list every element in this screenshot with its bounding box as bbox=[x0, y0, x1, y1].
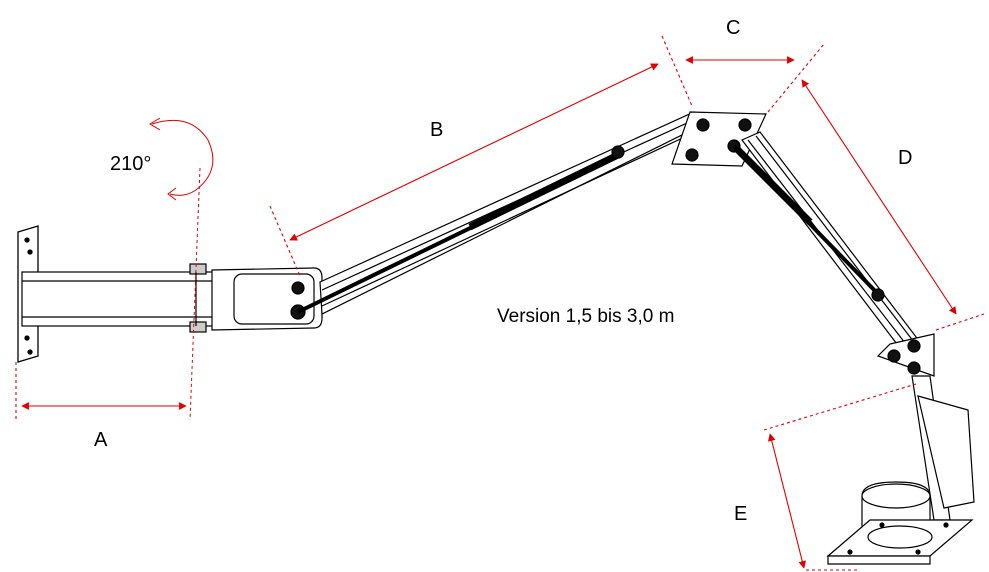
dimension-d bbox=[801, 79, 985, 331]
bracket-head bbox=[826, 375, 975, 565]
label-d: D bbox=[898, 147, 912, 169]
upper-arm bbox=[297, 111, 710, 315]
dimension-e bbox=[763, 383, 917, 571]
wrist-joint bbox=[876, 333, 935, 377]
label-c: C bbox=[726, 17, 740, 39]
rotation-label: 210° bbox=[110, 153, 151, 175]
pivot-bolt bbox=[291, 281, 305, 295]
label-e: E bbox=[734, 503, 747, 525]
dimension-a bbox=[15, 362, 187, 420]
version-note: Version 1,5 bis 3,0 m bbox=[497, 306, 674, 327]
label-b: B bbox=[430, 119, 443, 141]
pivot-housing bbox=[211, 267, 323, 331]
dimension-c bbox=[685, 43, 825, 113]
dimension-b bbox=[269, 35, 693, 277]
label-a: A bbox=[94, 429, 108, 451]
rotation-indicator bbox=[149, 117, 214, 421]
mount-arm bbox=[21, 263, 233, 333]
